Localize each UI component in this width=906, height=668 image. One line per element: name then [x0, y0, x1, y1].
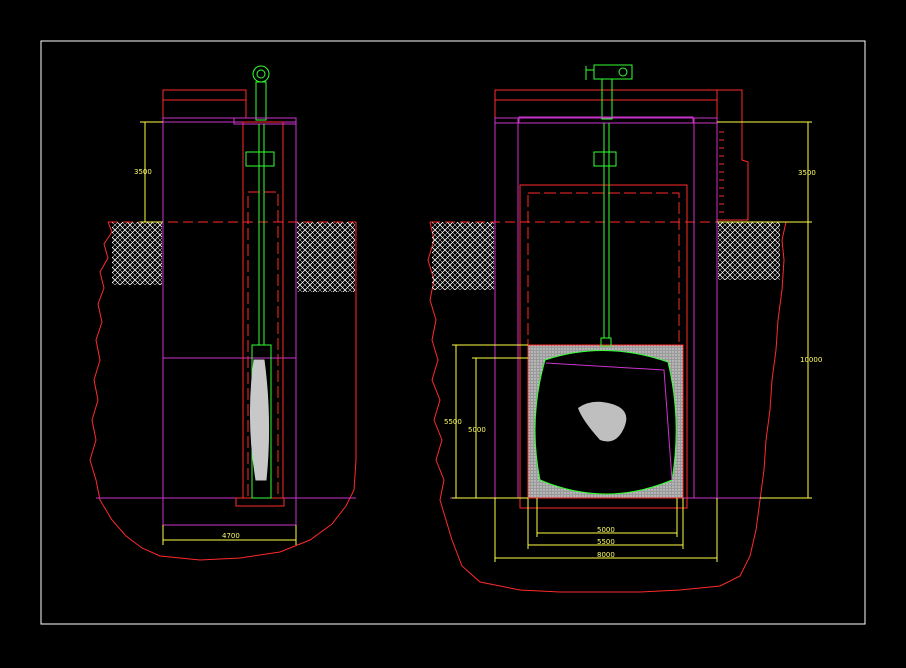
right-excavation-outline — [427, 221, 787, 593]
right-gear-motor-icon — [593, 64, 633, 80]
left-excavation-outline — [89, 221, 357, 561]
right-top-height-dimension — [717, 121, 812, 499]
left-height-label: 3500 — [134, 168, 152, 176]
left-width-label: 4700 — [222, 532, 240, 540]
left-height-dimension — [140, 121, 163, 223]
right-section-view: 3500 10000 5500 5000 5000 5500 8000 — [427, 64, 822, 593]
right-width-dimensions — [494, 498, 718, 562]
right-gate-hoist — [518, 64, 694, 347]
left-shaft-walls — [162, 117, 297, 499]
right-opening-inner-label: 5000 — [468, 426, 486, 434]
right-top-height-label: 3500 — [798, 169, 816, 177]
right-width-inner-label: 5000 — [597, 526, 615, 534]
left-soil-hatch-left — [112, 222, 162, 285]
left-width-dimension — [162, 525, 297, 545]
right-opening-outer-label: 5500 — [444, 418, 462, 426]
right-total-height-label: 10000 — [800, 356, 822, 364]
left-section-view: 3500 4700 — [89, 65, 357, 561]
right-width-outer-label: 8000 — [597, 551, 615, 559]
drawing-frame — [40, 40, 866, 625]
sediment-blob — [578, 401, 627, 442]
right-top-deck — [494, 89, 718, 119]
left-base-slab — [162, 497, 297, 526]
left-soil-hatch-right — [297, 222, 355, 292]
right-opening-dimensions — [452, 344, 528, 499]
right-soil-hatch-left — [432, 222, 494, 290]
left-gate-hoist — [233, 65, 297, 499]
left-top-deck — [162, 89, 247, 119]
right-width-mid-label: 5500 — [597, 538, 615, 546]
right-soil-hatch-right — [718, 222, 780, 280]
left-handwheel-icon — [252, 65, 270, 83]
right-culvert-opening — [527, 344, 684, 499]
